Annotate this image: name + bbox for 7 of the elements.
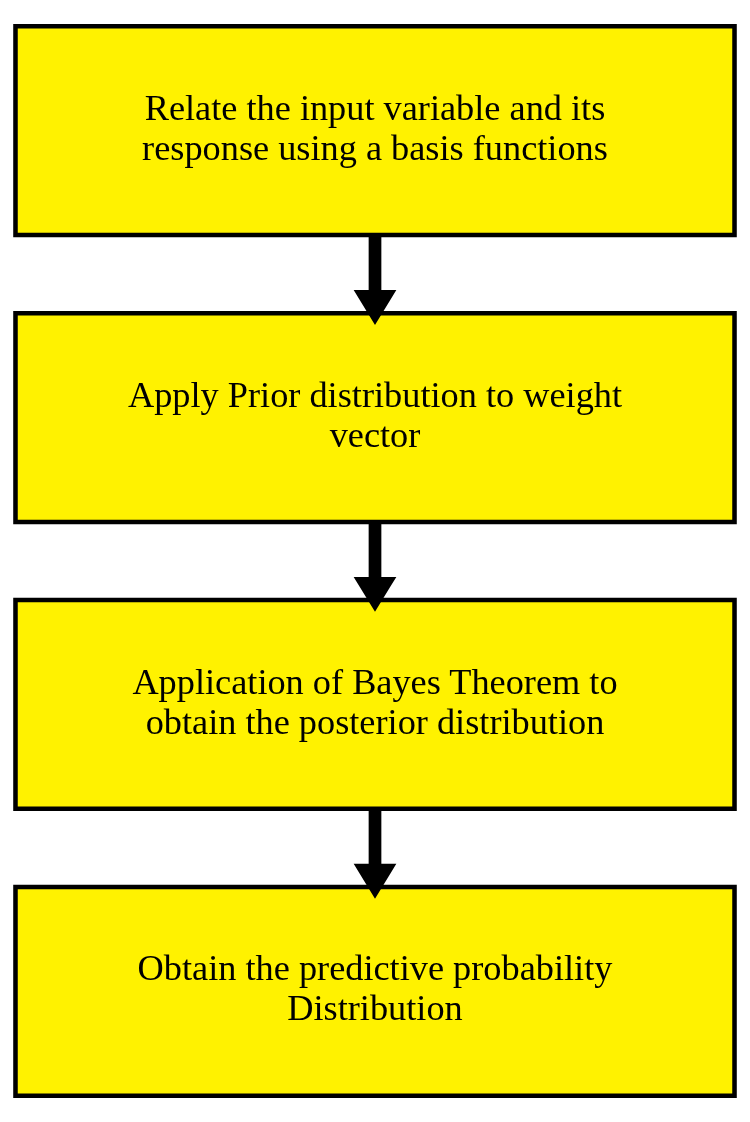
arrow [353,235,397,325]
arrow [353,809,397,899]
node-box: Application of Bayes Theorem to obtain the posterior distribution [13,597,737,812]
node-box: Relate the input variable and its response using a basis functions [13,24,737,238]
node-box: Obtain the predictive probability Distribution [13,884,737,1098]
arrow [353,522,397,612]
node-box: Apply Prior distribution to weight vector [13,310,737,525]
